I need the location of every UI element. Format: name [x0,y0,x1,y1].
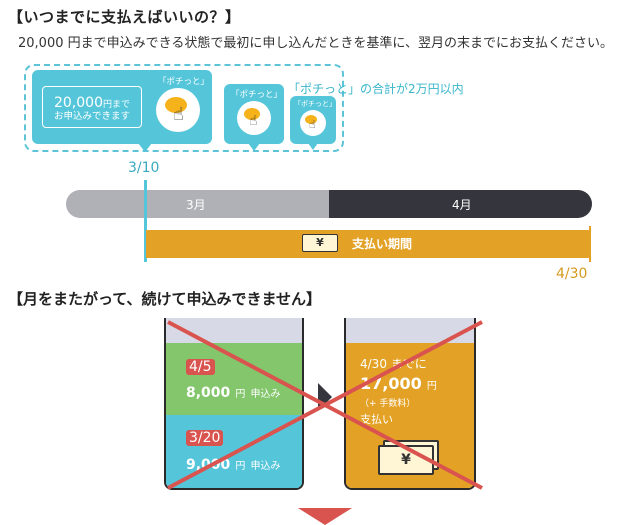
end-date: 4/30 [556,266,588,282]
limit-note-quote: 「ポチっと」 [288,82,361,96]
money-yen: ¥ [316,236,324,249]
april-amount-value: 8,000 [186,385,231,401]
limit-note: 「ポチっと」の合計が2万円以内 [288,80,464,97]
pochi-label-3: 「ポチっと」 [294,100,336,108]
end-date-marker [589,226,591,262]
april-amount-apply: 申込み [250,389,281,400]
panel-pointer-icon-2 [248,143,260,151]
total-amount-yen: 円 [426,381,437,392]
amount-unit: 円まで [102,100,130,110]
march-bar [66,190,329,218]
panel-pointer-icon-3 [308,143,318,150]
gold-button-icon [165,97,187,113]
finger-icon-3: ☝ [309,118,316,131]
fee-note: （+ 手数料） [360,399,416,409]
start-date-marker-bar [144,190,147,218]
panel-pointer-icon [138,143,152,152]
april-amount: 8,000 円 申込み [186,382,280,401]
not-allowed-cross-icon [167,320,483,490]
start-date: 3/10 [128,160,160,176]
payment-period-band [146,230,590,258]
gold-button-icon-2 [244,108,260,120]
march-amount-yen: 円 [235,461,246,472]
payment-description: 20,000 円まで申込みできる状態で最初に申し込んだときを基準に、翌月の末まで… [18,36,613,51]
start-date-marker [144,180,147,262]
march-date-badge: 3/20 [186,430,224,446]
april-amount-yen: 円 [235,389,246,400]
march-amount-apply: 申込み [250,461,281,472]
gold-button-icon-3 [305,115,317,124]
pochi-label-1: 「ポチっと」 [158,77,210,87]
down-arrow-icon [298,508,352,525]
april-label: 4月 [452,198,472,212]
pay-label: 支払い [360,413,393,426]
payment-period-label: 支払い期間 [352,237,413,251]
bill-yen: ¥ [401,452,411,468]
amount-value: 20,000 [53,95,103,111]
finger-icon: ☝ [173,104,184,125]
pochi-group-frame [24,64,344,152]
limit-note-rest: の合計が2万円以内 [360,82,464,96]
amount-limit-box: 20,000円まで お申込みできます [42,86,142,128]
page-title: 【いつまでに支払えばいいの？】 [8,8,241,26]
amount-sub: お申込みできます [53,111,130,122]
section-title: 【月をまたがって、続けて申込みできません】 [8,290,322,308]
april-bar [329,190,592,218]
march-label: 3月 [186,198,206,212]
pochi-label-2: 「ポチっと」 [231,90,283,100]
finger-icon-2: ☝ [249,113,258,129]
money-icon: ¥ [302,234,338,252]
april-date-badge: 4/5 [186,359,215,375]
